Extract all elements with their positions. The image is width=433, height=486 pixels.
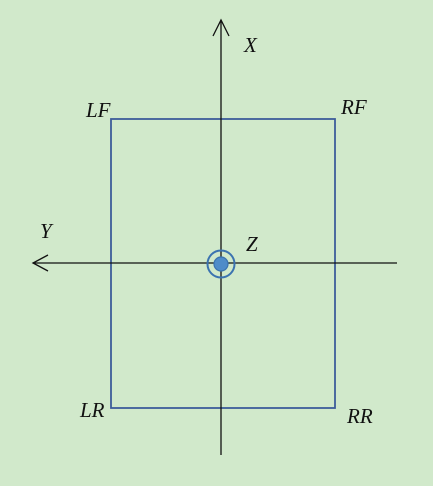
x-axis-arrowhead (212, 18, 230, 37)
z-axis-outer-ring (206, 249, 236, 279)
x-axis-label: X (243, 33, 258, 57)
corner-label-left-rear: LR (79, 398, 105, 422)
corner-label-right-rear: RR (346, 404, 373, 428)
y-axis-label: Y (40, 219, 54, 243)
z-axis-dot (213, 256, 229, 272)
z-axis-label: Z (246, 232, 258, 256)
corner-label-left-front: LF (85, 98, 111, 122)
y-axis-arrowhead (31, 254, 49, 272)
corner-label-right-front: RF (340, 95, 367, 119)
